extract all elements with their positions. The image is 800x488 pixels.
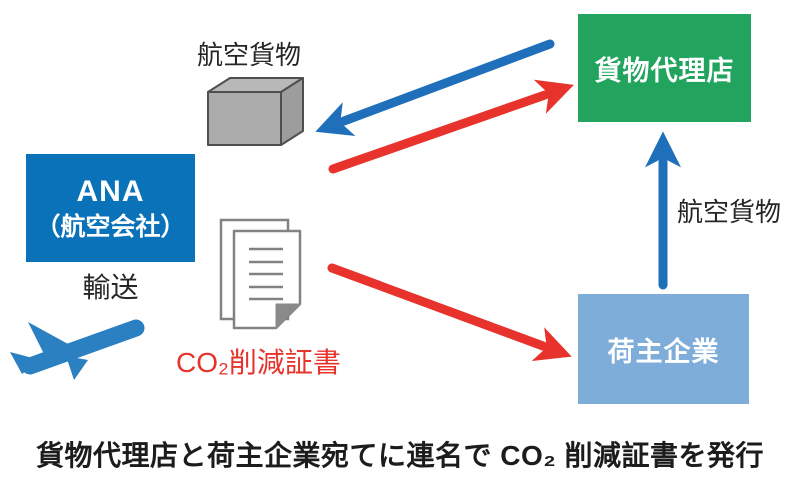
air-cargo-label-top: 航空貨物 xyxy=(197,40,302,70)
freight-agency-node: 貨物代理店 xyxy=(578,14,751,122)
shipper-company-node: 荷主企業 xyxy=(578,294,749,404)
ana-name: ANA xyxy=(76,175,145,209)
arrow-certificate-to-shipper-icon xyxy=(327,263,572,362)
arrow-certificate-to-agency-icon xyxy=(328,79,574,174)
document-icon xyxy=(219,218,302,330)
airplane-icon xyxy=(10,319,145,380)
transport-label: 輸送 xyxy=(82,272,139,303)
arrow-agency-to-cargo-icon xyxy=(315,39,555,136)
cargo-box-icon xyxy=(207,77,304,146)
air-cargo-label-right: 航空貨物 xyxy=(677,197,782,227)
ana-node: ANA （航空会社） xyxy=(26,154,195,262)
co2-certificate-label: CO₂削減証書 xyxy=(176,347,341,378)
ana-subtitle: （航空会社） xyxy=(35,213,186,242)
diagram-caption: 貨物代理店と荷主企業宛てに連名で CO₂ 削減証書を発行 xyxy=(35,440,764,471)
